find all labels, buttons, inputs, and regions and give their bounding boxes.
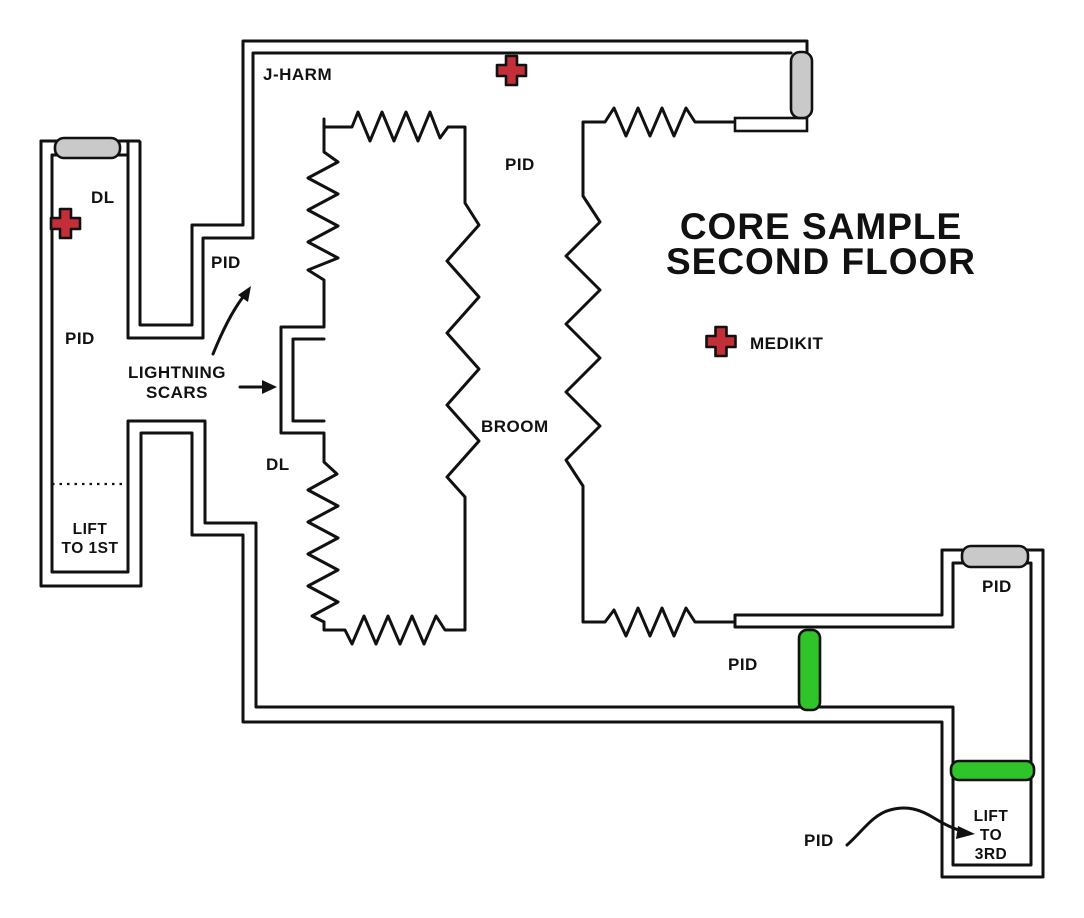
label-lift-to-3rd-line3: 3RD bbox=[975, 846, 1008, 863]
pid-lift-curved-arrowhead bbox=[956, 826, 975, 839]
central-room-alcove-inner bbox=[291, 337, 326, 423]
green-door-lift-room bbox=[949, 759, 1036, 782]
lightning-scars-curved-arrow bbox=[211, 295, 245, 356]
label-lightning-scars-line1: LIGHTNING bbox=[128, 363, 226, 382]
medikit-cross-icon bbox=[49, 207, 82, 240]
label-dl-upper: DL bbox=[91, 188, 115, 207]
green-door-bottom-corridor bbox=[797, 628, 822, 712]
lightning-scars-curved-arrowhead bbox=[238, 286, 251, 302]
right-room-wall bbox=[564, 106, 737, 638]
label-lift-to-1st-line2: TO 1ST bbox=[62, 540, 119, 557]
upper-passage-wall-outer bbox=[138, 39, 809, 327]
medikit-cross-icon bbox=[495, 54, 528, 87]
label-j-harm: J-HARM bbox=[263, 65, 332, 84]
upper-passage-wall-inner bbox=[126, 51, 793, 340]
map-title-line2: SECOND FLOOR bbox=[666, 241, 976, 282]
label-pid-arrow: PID bbox=[804, 831, 834, 850]
door-top-right bbox=[733, 116, 809, 133]
legend-medikit-label: MEDIKIT bbox=[750, 334, 824, 353]
gray-door-left-corridor bbox=[53, 136, 122, 160]
central-room-wall-right bbox=[322, 110, 481, 646]
label-pid-upper-junction: PID bbox=[211, 253, 241, 272]
label-lift-to-3rd-line2: TO bbox=[980, 827, 1002, 844]
label-pid-top-passage: PID bbox=[505, 155, 535, 174]
label-pid-bottom-corridor: PID bbox=[728, 655, 758, 674]
label-pid-lift-room: PID bbox=[982, 577, 1012, 596]
hallway-wall-outer bbox=[39, 139, 1045, 879]
gray-door-lift-room bbox=[960, 544, 1030, 569]
gray-door-top-right bbox=[789, 50, 814, 120]
label-lightning-scars-line2: SCARS bbox=[146, 383, 208, 402]
map-title-line1: CORE SAMPLE bbox=[680, 206, 962, 247]
central-room-wall-left bbox=[279, 125, 340, 624]
label-lift-to-3rd-line1: LIFT bbox=[974, 808, 1009, 825]
label-dl-lower: DL bbox=[266, 455, 290, 474]
label-lift-to-1st-line1: LIFT bbox=[73, 521, 108, 538]
pid-lift-curved-arrow bbox=[845, 806, 963, 847]
label-broom: BROOM bbox=[481, 417, 549, 436]
lightning-scars-straight-arrowhead bbox=[262, 380, 277, 394]
medikit-legend-icon bbox=[705, 325, 737, 358]
label-pid-left-corridor: PID bbox=[65, 329, 95, 348]
